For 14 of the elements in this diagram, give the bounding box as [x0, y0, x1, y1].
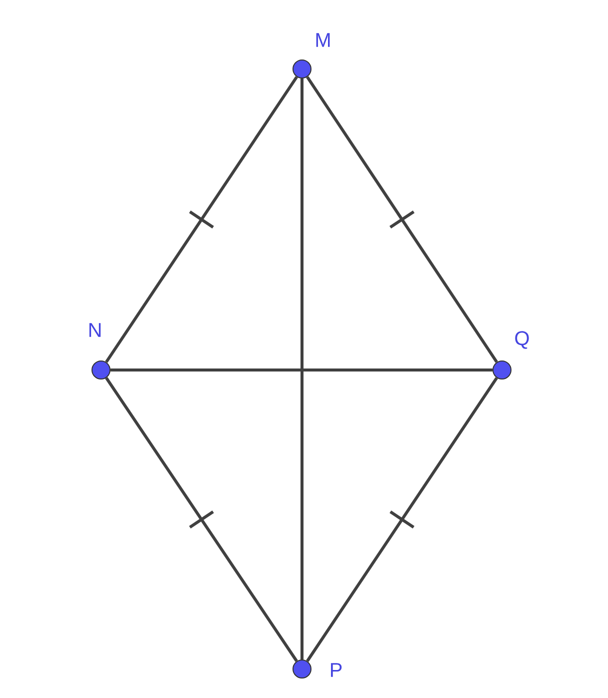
- line-segment: [105, 76, 298, 363]
- point-label: N: [89, 323, 101, 337]
- point: [292, 660, 312, 678]
- line-segment: [306, 76, 498, 363]
- point-label: Q: [515, 331, 529, 349]
- point: [492, 360, 512, 380]
- line-segment: [300, 78, 304, 660]
- line-segment: [306, 377, 498, 662]
- point: [92, 360, 110, 380]
- line-segment: [105, 377, 298, 662]
- line-segment: [110, 368, 492, 372]
- point: [292, 60, 312, 78]
- point-label: P: [330, 663, 342, 677]
- point-label: M: [316, 33, 330, 47]
